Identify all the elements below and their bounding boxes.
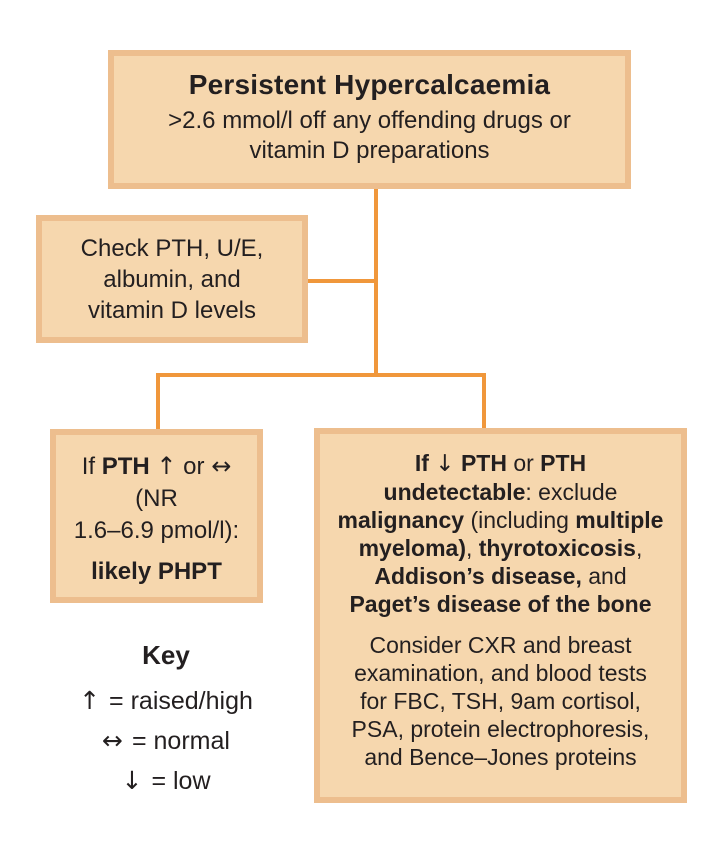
key-entry-low: ↓ = low [30, 761, 302, 801]
persistent-hypercalcaemia-box: Persistent Hypercalcaemia >2.6 mmol/l of… [108, 50, 631, 189]
up-arrow-icon: ↑ [79, 686, 101, 715]
check-tests-box: Check PTH, U/E, albumin, and vitamin D l… [36, 215, 308, 343]
left-right-arrow-icon: ↔ [102, 726, 123, 755]
key-legend: Key ↑ = raised/high ↔ = normal ↓ = low [30, 640, 302, 801]
key-entry-raised: ↑ = raised/high [30, 681, 302, 721]
connector-main-vertical [374, 189, 378, 377]
pth-raised-conclusion: likely PHPT [91, 558, 222, 585]
key-entry-normal-label: = normal [131, 727, 230, 755]
top-box-title: Persistent Hypercalcaemia [188, 69, 551, 100]
key-entry-low-label: = low [151, 767, 211, 795]
key-title: Key [142, 640, 190, 670]
down-arrow-icon: ↓ [121, 766, 143, 795]
pth-raised-line2: (NR [135, 485, 178, 512]
connector-check-horizontal [308, 279, 374, 283]
pth-raised-line1: If PTH ↑ or ↔ [81, 452, 232, 480]
check-tests-text: Check PTH, U/E, albumin, and vitamin D l… [80, 234, 264, 324]
connector-left-drop [156, 377, 160, 429]
key-entry-raised-label: = raised/high [109, 687, 253, 715]
pth-raised-line3: 1.6–6.9 pmol/l): [73, 517, 240, 544]
connector-branch-bar [156, 373, 486, 377]
key-entry-normal: ↔ = normal [30, 721, 302, 761]
pth-raised-box: If PTH ↑ or ↔ (NR 1.6–6.9 pmol/l): likel… [50, 429, 263, 603]
top-box-subtitle: >2.6 mmol/l off any offending drugs or v… [168, 107, 571, 164]
pth-low-investigations: Consider CXR and breast examination, and… [351, 632, 650, 770]
connector-right-drop [482, 377, 486, 428]
